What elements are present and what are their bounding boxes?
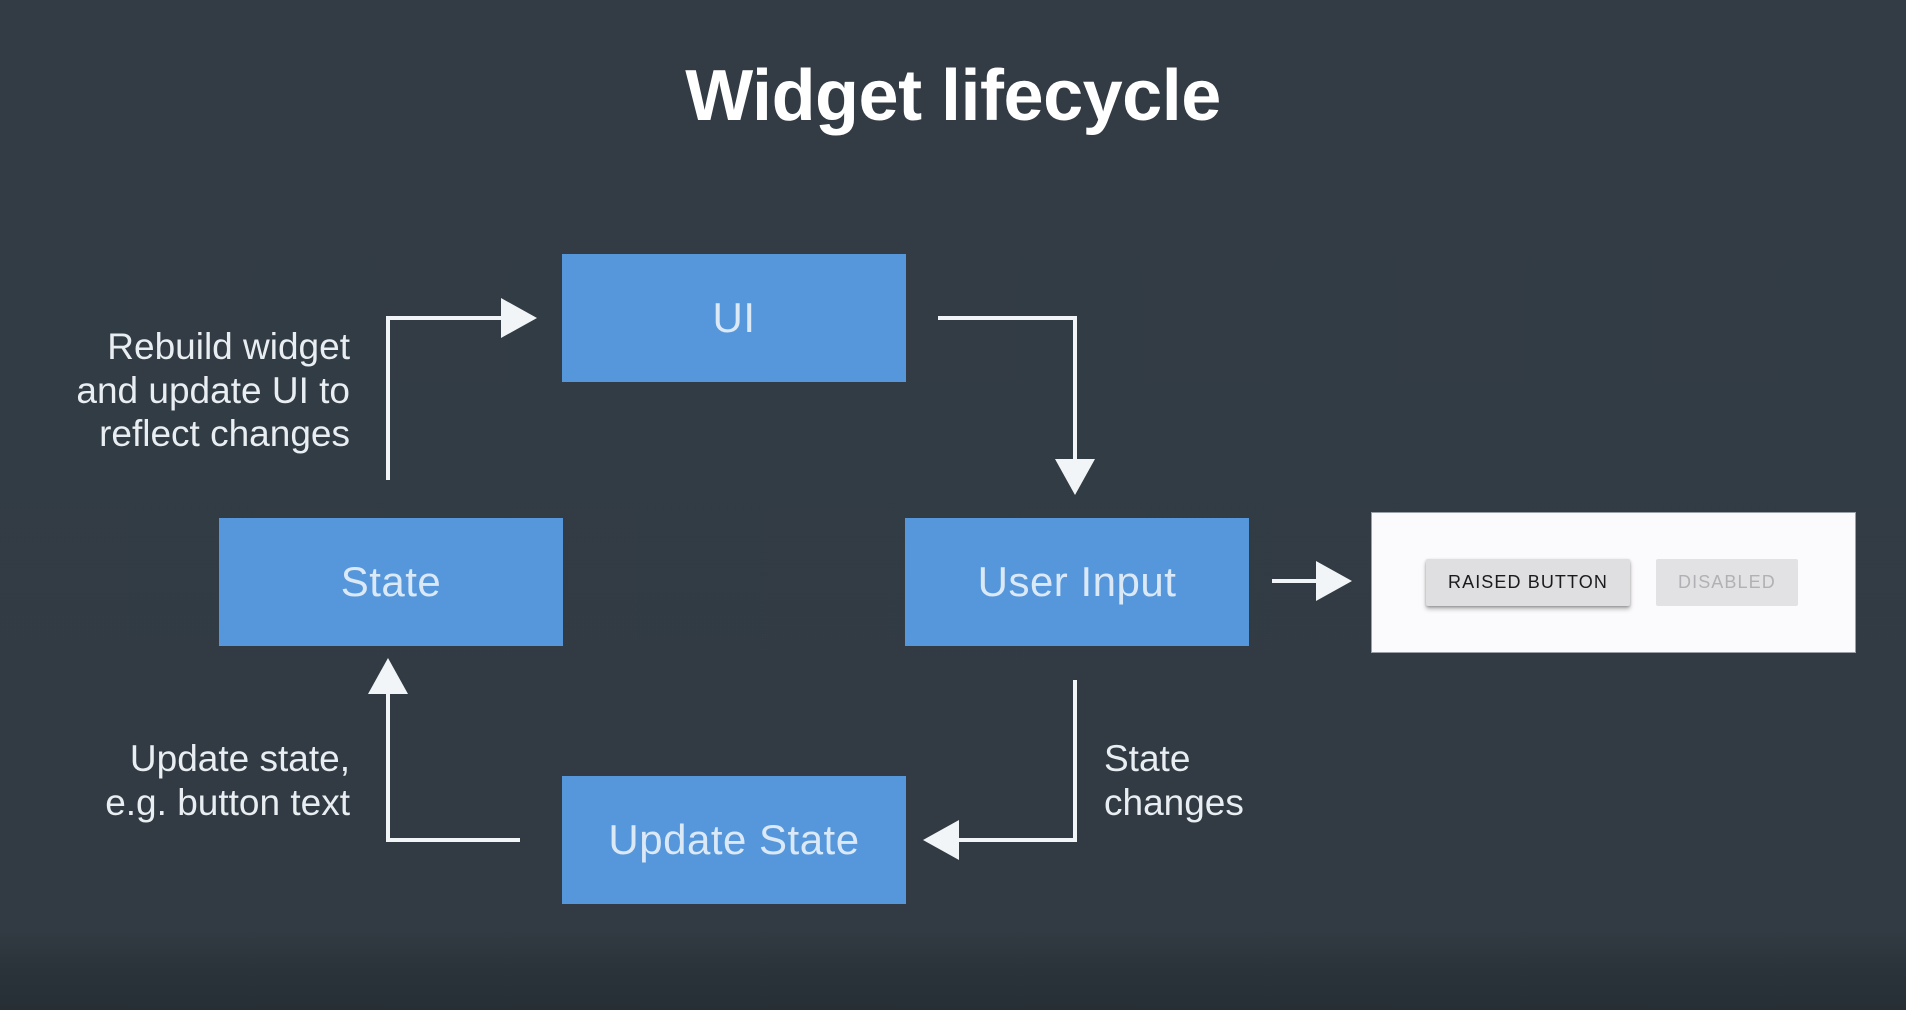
node-update-state: Update State	[562, 776, 906, 904]
arrow-update-state-to-state	[368, 658, 520, 842]
disabled-button: DISABLED	[1656, 559, 1798, 606]
arrow-state-to-ui	[386, 298, 537, 480]
annotation-rebuild-widget: Rebuild widget and update UI to reflect …	[76, 326, 350, 455]
arrow-user-input-to-update-state	[923, 680, 1077, 860]
annotation-state-changes: State changes	[1104, 738, 1244, 823]
node-ui-label: UI	[712, 294, 756, 341]
arrow-ui-to-user-input	[938, 316, 1095, 495]
annotation-update-state: Update state, e.g. button text	[105, 738, 350, 823]
raised-button[interactable]: RAISED BUTTON	[1426, 559, 1630, 606]
node-update-state-label: Update State	[608, 816, 860, 863]
node-state-label: State	[340, 558, 442, 605]
node-user-input-label: User Input	[977, 558, 1177, 605]
node-ui: UI	[562, 254, 906, 382]
node-user-input: User Input	[905, 518, 1249, 646]
demo-panel: RAISED BUTTON DISABLED	[1371, 512, 1856, 653]
node-state: State	[219, 518, 563, 646]
page-title: Widget lifecycle	[685, 56, 1221, 136]
